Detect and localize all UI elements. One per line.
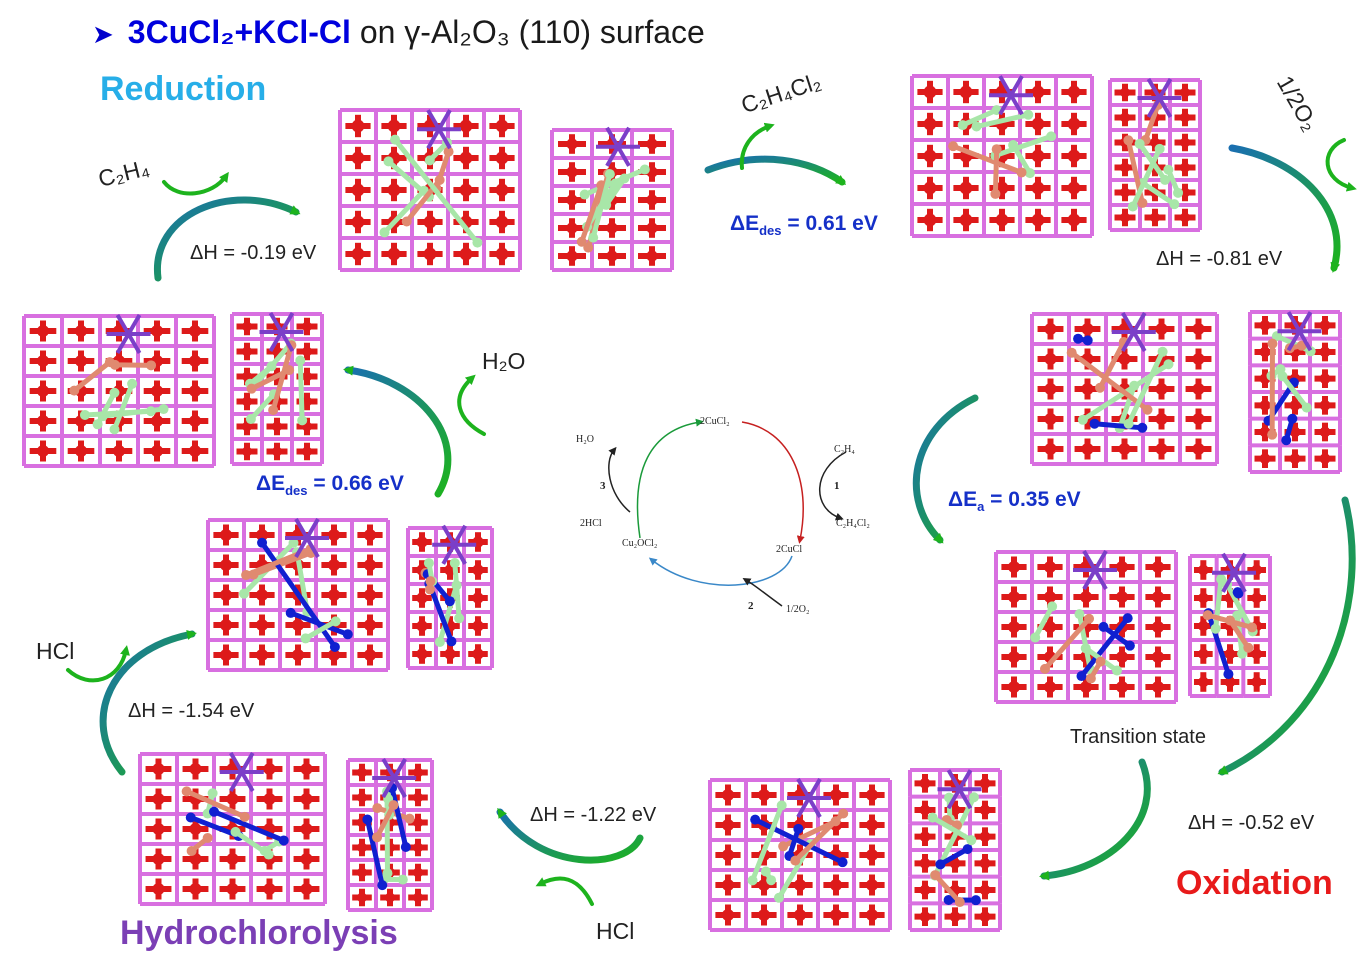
cycle-label-bottom-in: 1/2O₂ bbox=[786, 604, 810, 615]
arrow-o2-small bbox=[1325, 138, 1357, 192]
energy-de-des-066: ΔEdes = 0.66 eV bbox=[256, 472, 404, 499]
slab-hcl2-top bbox=[206, 517, 390, 672]
phase-hydrochlorolysis: Hydrochlorolysis bbox=[120, 914, 398, 952]
species-hcl-left: HCl bbox=[36, 638, 75, 664]
energy-dh-081: ΔH = -0.81 eV bbox=[1156, 248, 1283, 270]
arrow-hcl-bottom bbox=[496, 807, 644, 864]
slab-c2h4cl2-side bbox=[1108, 77, 1202, 232]
arrow-c2h4cl2-small bbox=[739, 122, 775, 170]
cycle-label-right-in: C₂H₄ bbox=[834, 444, 855, 455]
energy-de-a-035: ΔEa = 0.35 eV bbox=[948, 488, 1081, 515]
title-strong: 3CuCl₂+KCl-Cl bbox=[127, 14, 351, 50]
cycle-label-right-out: C₂H₄Cl₂ bbox=[836, 518, 870, 529]
arrow-c2h4cl2-desorption bbox=[704, 155, 847, 186]
species-h2o: H₂O bbox=[482, 348, 526, 374]
slab-c2h4-adsorbed-side bbox=[550, 126, 674, 272]
slab-hcl-side bbox=[346, 757, 434, 912]
cycle-step-1: 1 bbox=[834, 480, 840, 492]
arrow-c2h4-adsorption bbox=[154, 196, 301, 282]
cycle-label-left-out: H₂O bbox=[576, 434, 594, 445]
energy-dh-122: ΔH = -1.22 eV bbox=[530, 804, 657, 826]
slab-oxidation-top bbox=[708, 777, 892, 932]
title-rest: on γ-Al₂O₃ (110) surface bbox=[350, 14, 705, 50]
page-title: ➤ 3CuCl₂+KCl-Cl on γ-Al₂O₃ (110) surface bbox=[92, 14, 705, 51]
arrow-hcl-left-small bbox=[66, 645, 130, 683]
arrow-h2o-small bbox=[457, 374, 486, 436]
slab-ts-top bbox=[994, 549, 1178, 704]
arrow-ts-forward bbox=[912, 394, 979, 544]
slab-h2o-top bbox=[22, 313, 216, 468]
cycle-label-right-bottom: 2CuCl bbox=[776, 544, 803, 555]
arrow-hcl-left bbox=[99, 630, 197, 776]
cycle-arc-blue bbox=[648, 555, 793, 586]
energy-dh-154: ΔH = -1.54 eV bbox=[128, 700, 255, 722]
slab-o2-top bbox=[1030, 311, 1219, 466]
cycle-step1-arrow bbox=[818, 451, 847, 521]
energy-de-des-061: ΔEdes = 0.61 eV bbox=[730, 212, 878, 239]
slab-hcl2-side bbox=[406, 524, 494, 670]
phase-reduction: Reduction bbox=[100, 70, 267, 108]
slab-o2-side bbox=[1248, 310, 1342, 474]
slab-c2h4cl2-top bbox=[910, 74, 1094, 238]
energy-dh-052: ΔH = -0.52 eV bbox=[1188, 812, 1315, 834]
energy-dh-019: ΔH = -0.19 eV bbox=[190, 242, 317, 264]
central-cycle bbox=[608, 418, 847, 607]
cycle-label-left-bottom: Cu₂OCl₂ bbox=[622, 538, 658, 549]
slab-ts-side bbox=[1188, 552, 1272, 698]
cycle-label-top: 2CuCl₂ bbox=[700, 416, 730, 427]
cycle-step3-arrow bbox=[608, 446, 631, 513]
species-hcl-bottom: HCl bbox=[596, 918, 635, 944]
cycle-arc-red bbox=[741, 421, 805, 544]
slab-h2o-side bbox=[230, 311, 324, 466]
cycle-step-2: 2 bbox=[748, 600, 754, 612]
cycle-arc-green bbox=[636, 418, 704, 539]
transition-state-label: Transition state bbox=[1070, 726, 1206, 748]
cycle-label-left-in: 2HCl bbox=[580, 518, 602, 529]
molecular-structures bbox=[22, 74, 1342, 932]
cycle-step2-arrow bbox=[742, 577, 783, 607]
arrow-hcl-bottom-small bbox=[535, 876, 594, 906]
arrow-o2-adsorption bbox=[1228, 144, 1341, 273]
arrow-ts-to-product bbox=[1039, 758, 1151, 881]
reaction-arrows bbox=[66, 122, 1357, 906]
arrow-oxidation-long bbox=[1217, 496, 1356, 776]
phase-oxidation: Oxidation bbox=[1176, 864, 1333, 902]
slab-oxidation-side bbox=[908, 768, 1002, 932]
cycle-step-3: 3 bbox=[600, 480, 606, 492]
slab-hcl-top bbox=[138, 751, 327, 906]
slab-c2h4-adsorbed-top bbox=[338, 108, 522, 272]
arrow-h2o-desorption bbox=[343, 365, 452, 498]
arrow-c2h4-small bbox=[162, 171, 229, 196]
bullet-arrow-icon: ➤ bbox=[92, 19, 114, 49]
